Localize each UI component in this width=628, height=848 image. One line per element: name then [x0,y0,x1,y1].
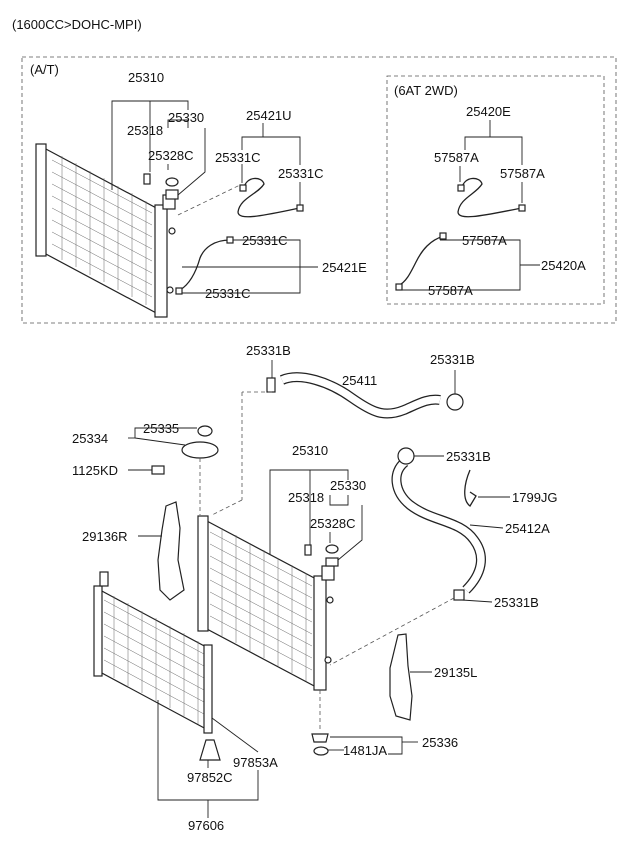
hose-25420E [457,177,523,218]
insulator-1481JA [313,746,329,756]
label-25411: 25411 [342,373,377,388]
clamp-25331B-d [453,589,465,601]
at-group-box [21,56,617,324]
drain-plug-25318-b [304,544,312,556]
leader-25336 [330,736,403,755]
label-25310-b: 25310 [292,443,328,458]
6at-leaders [400,120,540,291]
label-25318-top: 25318 [127,123,163,138]
6at-group-label: (6AT 2WD) [394,83,458,98]
drain-plug-25318 [143,173,151,185]
label-25330-b: 25330 [330,478,366,493]
label-97853A: 97853A [233,755,278,770]
label-25334: 25334 [72,431,108,446]
label-1125KD: 1125KD [72,463,118,478]
leader-25335 [134,427,197,438]
label-25331C-c: 25331C [242,233,288,248]
leader-25412A [469,524,504,529]
label-25331C-a: 25331C [215,150,261,165]
label-57587A-d: 57587A [428,283,473,298]
hose-25421U [237,177,301,218]
label-25421U: 25421U [246,108,292,123]
hose-25412A [392,459,485,593]
clamp-25331C-a [239,184,247,192]
label-25331B-b: 25331B [430,352,475,367]
hose-25412A-outline [391,458,486,594]
at-group-label: (A/T) [30,62,59,77]
label-25420A: 25420A [541,258,586,273]
o-ring-25328C [165,177,179,187]
label-57587A-a: 57587A [434,150,479,165]
insulator-97852C [199,739,221,761]
hose-25421E [179,239,231,291]
clamp-25331B-a [266,377,276,393]
label-25420E: 25420E [466,104,511,119]
clamp-25331B-c [397,447,415,465]
insulator-25336 [311,733,329,743]
condenser-leaders [157,700,259,818]
leader-25331B-d [461,599,493,603]
clamp-25331C-d [175,287,183,295]
label-29135L: 29135L [434,665,477,680]
bolt-1125KD [151,465,165,475]
label-25310-top: 25310 [128,70,164,85]
label-97606: 97606 [188,818,224,833]
condenser-97606 [93,571,213,734]
reservoir-cap-25335 [197,425,213,437]
clamp-25331C-c [226,236,234,244]
label-25336: 25336 [422,735,458,750]
clamp-25331C-b [296,204,304,212]
radiator-top [35,143,176,318]
label-97852C: 97852C [187,770,233,785]
bottom-radiator-leaders [269,469,363,561]
hose-25420A [397,235,445,287]
6at-group-box [386,75,605,305]
label-25331B-d: 25331B [494,595,539,610]
label-25330-top: 25330 [168,110,204,125]
reservoir-25334 [181,441,219,459]
label-25331C-d: 25331C [205,286,251,301]
label-29136R: 29136R [82,529,128,544]
radiator-bottom [197,515,335,691]
label-25335: 25335 [143,421,179,436]
label-1799JG: 1799JG [512,490,558,505]
label-25421E: 25421E [322,260,367,275]
clamp-57587A-b [518,204,526,212]
clamp-57587A-d [395,283,403,291]
label-25412A: 25412A [505,521,550,536]
cap-25330 [165,189,179,200]
label-25328C-b: 25328C [310,516,356,531]
air-guard-29136R [157,501,185,601]
cap-25330-b [325,557,339,567]
label-25318-b: 25318 [288,490,324,505]
o-ring-25328C-b [325,544,339,554]
label-25328C-top: 25328C [148,148,194,163]
bracket-1799JG [464,469,477,507]
label-57587A-b: 57587A [500,166,545,181]
clamp-57587A-c [439,232,447,240]
engine-spec-heading: (1600CC>DOHC-MPI) [12,17,142,32]
clamp-57587A-a [457,184,465,192]
label-25331B-c: 25331B [446,449,491,464]
top-leaders [111,100,318,294]
leader-25334 [134,437,186,446]
dash-25331B-a3 [211,499,243,516]
label-25331C-b: 25331C [278,166,324,181]
label-1481JA: 1481JA [343,743,387,758]
air-guard-29135L [389,633,413,721]
label-57587A-c: 57587A [462,233,507,248]
label-25331B-a: 25331B [246,343,291,358]
dash-lower-hose [329,597,455,666]
clamp-25331B-b [446,393,464,411]
hose-25411 [280,373,441,418]
